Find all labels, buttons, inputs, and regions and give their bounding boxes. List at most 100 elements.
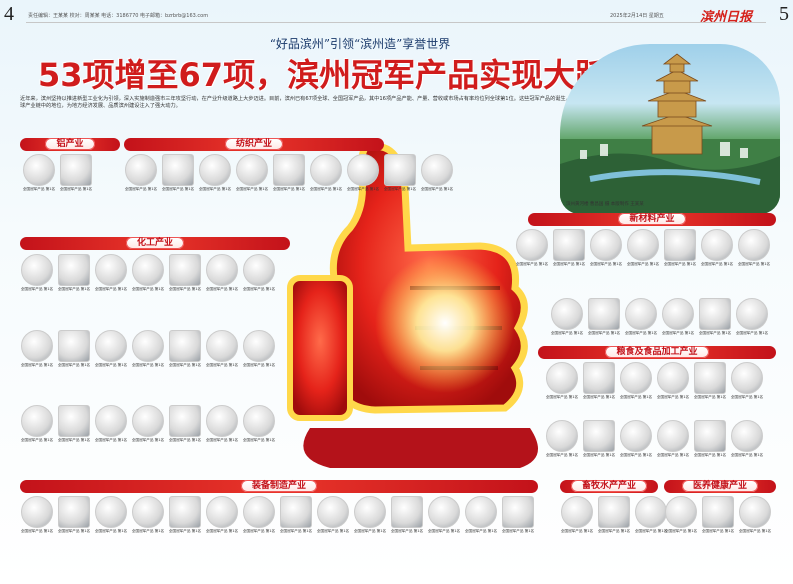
product-photo bbox=[243, 254, 275, 286]
product-photo bbox=[347, 154, 379, 186]
product-photo bbox=[243, 405, 275, 437]
product-photo bbox=[553, 229, 585, 261]
product-card: 全国冠军产品 第1名 bbox=[131, 496, 165, 533]
product-photo bbox=[132, 330, 164, 362]
product-caption: 全国冠军产品 第1名 bbox=[515, 262, 549, 266]
product-card: 全国冠军产品 第1名 bbox=[20, 405, 54, 442]
product-card: 全国冠军产品 第1名 bbox=[124, 154, 158, 191]
section-equipment-title: 装备制造产业 bbox=[240, 480, 317, 492]
product-photo bbox=[546, 420, 578, 452]
product-photo bbox=[657, 362, 689, 394]
product-card: 全国冠军产品 第1名 bbox=[664, 496, 698, 533]
section-medical-title: 医养健康产业 bbox=[681, 480, 758, 492]
product-card: 全国冠军产品 第1名 bbox=[552, 229, 586, 266]
product-card: 全国冠军产品 第1名 bbox=[501, 496, 535, 533]
grid-chemical-row3: 全国冠军产品 第1名全国冠军产品 第1名全国冠军产品 第1名全国冠军产品 第1名… bbox=[20, 405, 276, 442]
section-aluminum: 铝产业 bbox=[20, 138, 120, 151]
product-caption: 全国冠军产品 第1名 bbox=[383, 187, 417, 191]
photo-caption: 滨州黄河楼 曹昌国 摄 本版制作 王某某 bbox=[566, 202, 644, 207]
section-food: 粮食及食品加工产业 bbox=[538, 346, 776, 359]
product-photo bbox=[590, 229, 622, 261]
product-photo bbox=[169, 330, 201, 362]
product-caption: 全国冠军产品 第1名 bbox=[656, 395, 690, 399]
product-caption: 全国冠军产品 第1名 bbox=[545, 453, 579, 457]
product-caption: 全国冠军产品 第1名 bbox=[235, 187, 269, 191]
product-photo bbox=[23, 154, 55, 186]
grid-new-materials-row1: 全国冠军产品 第1名全国冠军产品 第1名全国冠军产品 第1名全国冠军产品 第1名… bbox=[515, 229, 771, 266]
product-card: 全国冠军产品 第1名 bbox=[20, 496, 54, 533]
product-photo bbox=[58, 405, 90, 437]
product-card: 全国冠军产品 第1名 bbox=[20, 330, 54, 367]
newspaper-logo: 滨州日报 bbox=[700, 10, 753, 25]
product-card: 全国冠军产品 第1名 bbox=[242, 496, 276, 533]
product-card: 全国冠军产品 第1名 bbox=[94, 254, 128, 291]
product-card: 全国冠军产品 第1名 bbox=[550, 298, 584, 335]
product-caption: 全国冠军产品 第1名 bbox=[587, 331, 621, 335]
product-card: 全国冠军产品 第1名 bbox=[589, 229, 623, 266]
product-photo bbox=[310, 154, 342, 186]
product-photo bbox=[546, 362, 578, 394]
product-card: 全国冠军产品 第1名 bbox=[427, 496, 461, 533]
product-caption: 全国冠军产品 第1名 bbox=[57, 363, 91, 367]
product-card: 全国冠军产品 第1名 bbox=[383, 154, 417, 191]
product-caption: 全国冠军产品 第1名 bbox=[664, 529, 698, 533]
product-caption: 全国冠军产品 第1名 bbox=[309, 187, 343, 191]
product-card: 全国冠军产品 第1名 bbox=[737, 229, 771, 266]
product-photo bbox=[206, 496, 238, 528]
product-caption: 全国冠军产品 第1名 bbox=[20, 363, 54, 367]
product-card: 全国冠军产品 第1名 bbox=[168, 330, 202, 367]
product-photo bbox=[657, 420, 689, 452]
product-photo bbox=[391, 496, 423, 528]
product-caption: 全国冠军产品 第1名 bbox=[693, 453, 727, 457]
product-caption: 全国冠军产品 第1名 bbox=[597, 529, 631, 533]
product-card: 全国冠军产品 第1名 bbox=[198, 154, 232, 191]
product-caption: 全国冠军产品 第1名 bbox=[131, 287, 165, 291]
product-photo bbox=[551, 298, 583, 330]
product-photo bbox=[736, 298, 768, 330]
product-caption: 全国冠军产品 第1名 bbox=[730, 395, 764, 399]
headline-title: 53项增至67项，滨州冠军产品实现大跃升！ bbox=[38, 56, 672, 94]
product-caption: 全国冠军产品 第1名 bbox=[205, 363, 239, 367]
product-caption: 全国冠军产品 第1名 bbox=[131, 529, 165, 533]
product-caption: 全国冠军产品 第1名 bbox=[57, 438, 91, 442]
product-caption: 全国冠军产品 第1名 bbox=[730, 453, 764, 457]
product-card: 全国冠军产品 第1名 bbox=[626, 229, 660, 266]
section-livestock: 畜牧水产产业 bbox=[560, 480, 658, 493]
product-card: 全国冠军产品 第1名 bbox=[57, 496, 91, 533]
product-card: 全国冠军产品 第1名 bbox=[597, 496, 631, 533]
product-photo bbox=[21, 330, 53, 362]
product-card: 全国冠军产品 第1名 bbox=[168, 405, 202, 442]
product-card: 全国冠军产品 第1名 bbox=[730, 362, 764, 399]
product-caption: 全国冠军产品 第1名 bbox=[738, 529, 772, 533]
product-photo bbox=[421, 154, 453, 186]
product-card: 全国冠军产品 第1名 bbox=[205, 405, 239, 442]
product-photo bbox=[635, 496, 667, 528]
grid-food-row1: 全国冠军产品 第1名全国冠军产品 第1名全国冠军产品 第1名全国冠军产品 第1名… bbox=[545, 362, 764, 399]
product-caption: 全国冠军产品 第1名 bbox=[634, 529, 668, 533]
section-textile-title: 纺织产业 bbox=[224, 138, 283, 150]
product-photo bbox=[125, 154, 157, 186]
page-number-right: 5 bbox=[779, 3, 789, 25]
product-caption: 全国冠军产品 第1名 bbox=[20, 529, 54, 533]
product-card: 全国冠军产品 第1名 bbox=[420, 154, 454, 191]
product-caption: 全国冠军产品 第1名 bbox=[701, 529, 735, 533]
grid-chemical-row1: 全国冠军产品 第1名全国冠军产品 第1名全国冠军产品 第1名全国冠军产品 第1名… bbox=[20, 254, 276, 291]
product-card: 全国冠军产品 第1名 bbox=[656, 420, 690, 457]
product-card: 全国冠军产品 第1名 bbox=[168, 496, 202, 533]
product-photo bbox=[60, 154, 92, 186]
product-card: 全国冠军产品 第1名 bbox=[582, 362, 616, 399]
product-photo bbox=[701, 229, 733, 261]
product-card: 全国冠军产品 第1名 bbox=[738, 496, 772, 533]
product-photo bbox=[273, 154, 305, 186]
product-photo bbox=[162, 154, 194, 186]
product-caption: 全国冠军产品 第1名 bbox=[205, 438, 239, 442]
product-card: 全国冠军产品 第1名 bbox=[22, 154, 56, 191]
product-card: 全国冠军产品 第1名 bbox=[279, 496, 313, 533]
header-divider bbox=[26, 22, 766, 23]
product-photo bbox=[588, 298, 620, 330]
product-caption: 全国冠军产品 第1名 bbox=[560, 529, 594, 533]
product-card: 全国冠军产品 第1名 bbox=[619, 362, 653, 399]
product-photo bbox=[428, 496, 460, 528]
product-card: 全国冠军产品 第1名 bbox=[619, 420, 653, 457]
product-caption: 全国冠军产品 第1名 bbox=[94, 363, 128, 367]
